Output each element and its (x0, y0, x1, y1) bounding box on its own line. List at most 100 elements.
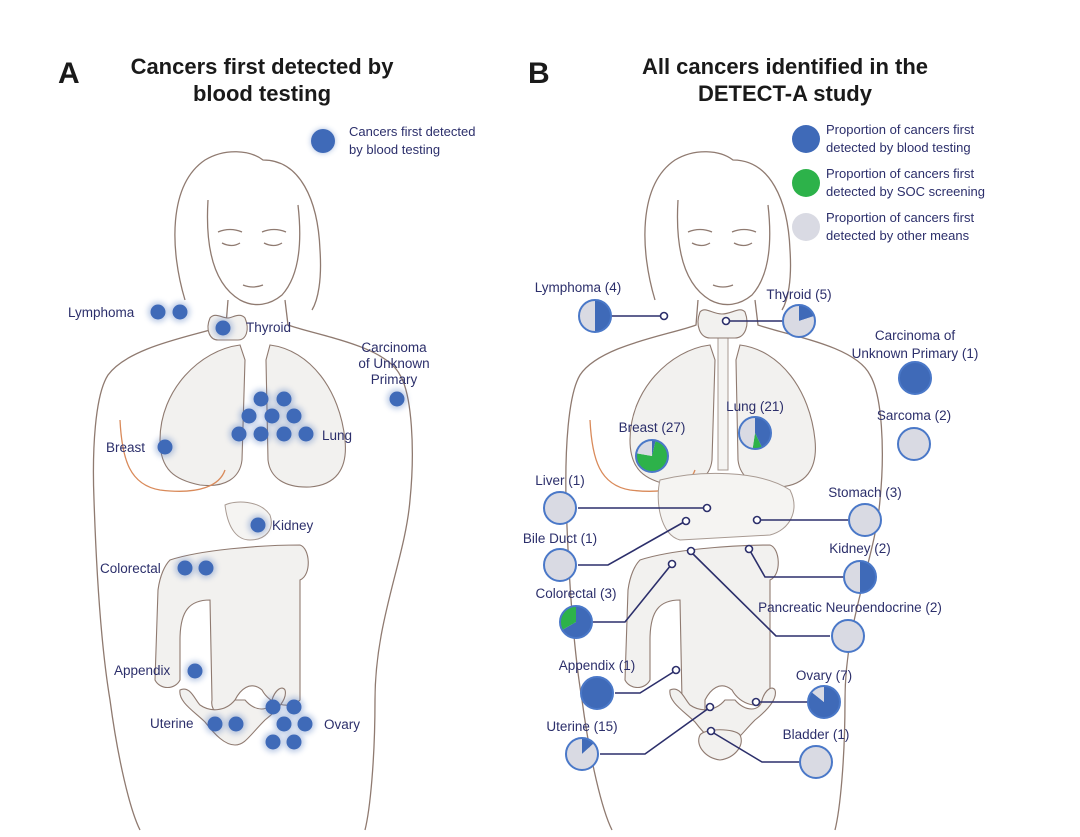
pie-slice-other (844, 561, 860, 593)
pie-slice-other (636, 440, 652, 456)
pie-slice-other (782, 305, 815, 337)
label-uterine: Uterine (150, 716, 194, 731)
cancer-dot (265, 734, 281, 750)
label-cup-line1: Carcinoma (361, 340, 427, 355)
cancer-dot (253, 426, 269, 442)
leader-bladder (711, 731, 800, 763)
pie-border (578, 299, 612, 333)
pie-slice-other (739, 417, 755, 449)
face-outline (676, 199, 771, 306)
pie-border (559, 605, 593, 639)
legend-b-other-line2: detected by other means (826, 228, 970, 243)
anchor-lymphoma (659, 311, 669, 321)
left-lung (159, 344, 246, 487)
cancer-dot (228, 716, 244, 732)
anchor-liver (702, 503, 712, 513)
pie-label: Stomach (3) (828, 485, 902, 500)
pie-label: Uterine (15) (546, 719, 617, 734)
site-labels-a: Lymphoma Thyroid Carcinoma of Unknown Pr… (68, 305, 430, 732)
cancer-dot (297, 716, 313, 732)
pie-slice-other (898, 428, 930, 460)
legend-b-soc-line1: Proportion of cancers first (826, 166, 975, 181)
label-lung: Lung (322, 428, 352, 443)
leader-lines (578, 315, 848, 763)
leader-anchors (659, 311, 762, 736)
cancer-dot (286, 408, 302, 424)
pie-label: Ovary (7) (796, 668, 852, 683)
pie-slice-blood (595, 300, 611, 332)
label-cup-line3: Primary (371, 372, 418, 387)
legend-a-line2: by blood testing (349, 142, 440, 157)
leader-pancreatic (690, 551, 830, 637)
eyes (691, 242, 753, 247)
legend-b-other-line1: Proportion of cancers first (826, 210, 975, 225)
pie-slice-blood (755, 417, 772, 448)
pie-slice-blood (860, 561, 876, 593)
blue-dot-icon (311, 129, 335, 153)
label-cup-line2: of Unknown (358, 356, 429, 371)
pie-label: Sarcoma (2) (877, 408, 951, 423)
pie-slice-other (832, 620, 864, 652)
panel-b-title-line2: DETECT-A study (698, 81, 873, 106)
pie-slice-other (544, 549, 576, 581)
label-kidney: Kidney (272, 518, 314, 533)
cancer-dot (172, 304, 188, 320)
leader-uterine (600, 707, 710, 755)
pie-border (543, 548, 577, 582)
hair-outline (644, 151, 792, 311)
right-torso-outline (754, 299, 883, 831)
pie-label: Kidney (2) (829, 541, 891, 556)
cancer-dot (150, 304, 166, 320)
legend-b-blood-line1: Proportion of cancers first (826, 122, 975, 137)
pie-label: Carcinoma of (875, 328, 956, 343)
right-torso-outline (284, 299, 413, 831)
mouth (242, 284, 264, 288)
cancer-dot (276, 391, 292, 407)
leader-appendix (615, 670, 676, 694)
pie-border (843, 560, 877, 594)
pie-border (831, 619, 865, 653)
panel-b: B All cancers identified in the DETECT-A… (523, 54, 985, 831)
mouth (712, 284, 734, 288)
cancer-dot (198, 560, 214, 576)
pie-slice-soc (636, 440, 669, 472)
breast-outline (119, 419, 226, 492)
legend-soc-swatch-icon (792, 169, 820, 197)
anchor-appendix (671, 665, 681, 675)
legend-other-swatch-icon (792, 213, 820, 241)
cancer-dot (265, 699, 281, 715)
eyebrows (687, 228, 757, 233)
anchor-thyroid (721, 316, 731, 326)
pie-border (580, 676, 614, 710)
pie-border (635, 439, 669, 473)
pie-label: Lymphoma (4) (535, 280, 622, 295)
cancer-dot (177, 560, 193, 576)
pie-labels-b: Lymphoma (4)Thyroid (5)Carcinoma ofUnkno… (523, 280, 979, 742)
pie-border (848, 503, 882, 537)
face-outline (206, 199, 301, 306)
label-breast: Breast (106, 440, 145, 455)
pie-label: Liver (1) (535, 473, 585, 488)
cancer-dot (231, 426, 247, 442)
pie-label: Appendix (1) (559, 658, 636, 673)
pies-b (543, 299, 932, 779)
thyroid-shape (697, 309, 748, 339)
legend-b: Proportion of cancers first detected by … (792, 122, 985, 243)
anchor-kidney (744, 544, 754, 554)
anchor-pancreatic (686, 546, 696, 556)
pie-slice-soc (752, 433, 762, 449)
pie-slice-blood (652, 440, 656, 456)
label-thyroid: Thyroid (246, 320, 291, 335)
liver-stomach-shape (657, 472, 795, 541)
pie-slice-blood (899, 362, 931, 394)
panel-a-title-line1: Cancers first detected by (131, 54, 395, 79)
pie-slice-other (800, 746, 832, 778)
hair-outline (174, 151, 322, 311)
pie-border (898, 361, 932, 395)
panel-b-letter: B (528, 57, 550, 90)
label-ovary: Ovary (324, 717, 360, 732)
pie-slice-other (544, 492, 576, 524)
pie-slice-blood (581, 677, 613, 709)
pie-border (807, 685, 841, 719)
